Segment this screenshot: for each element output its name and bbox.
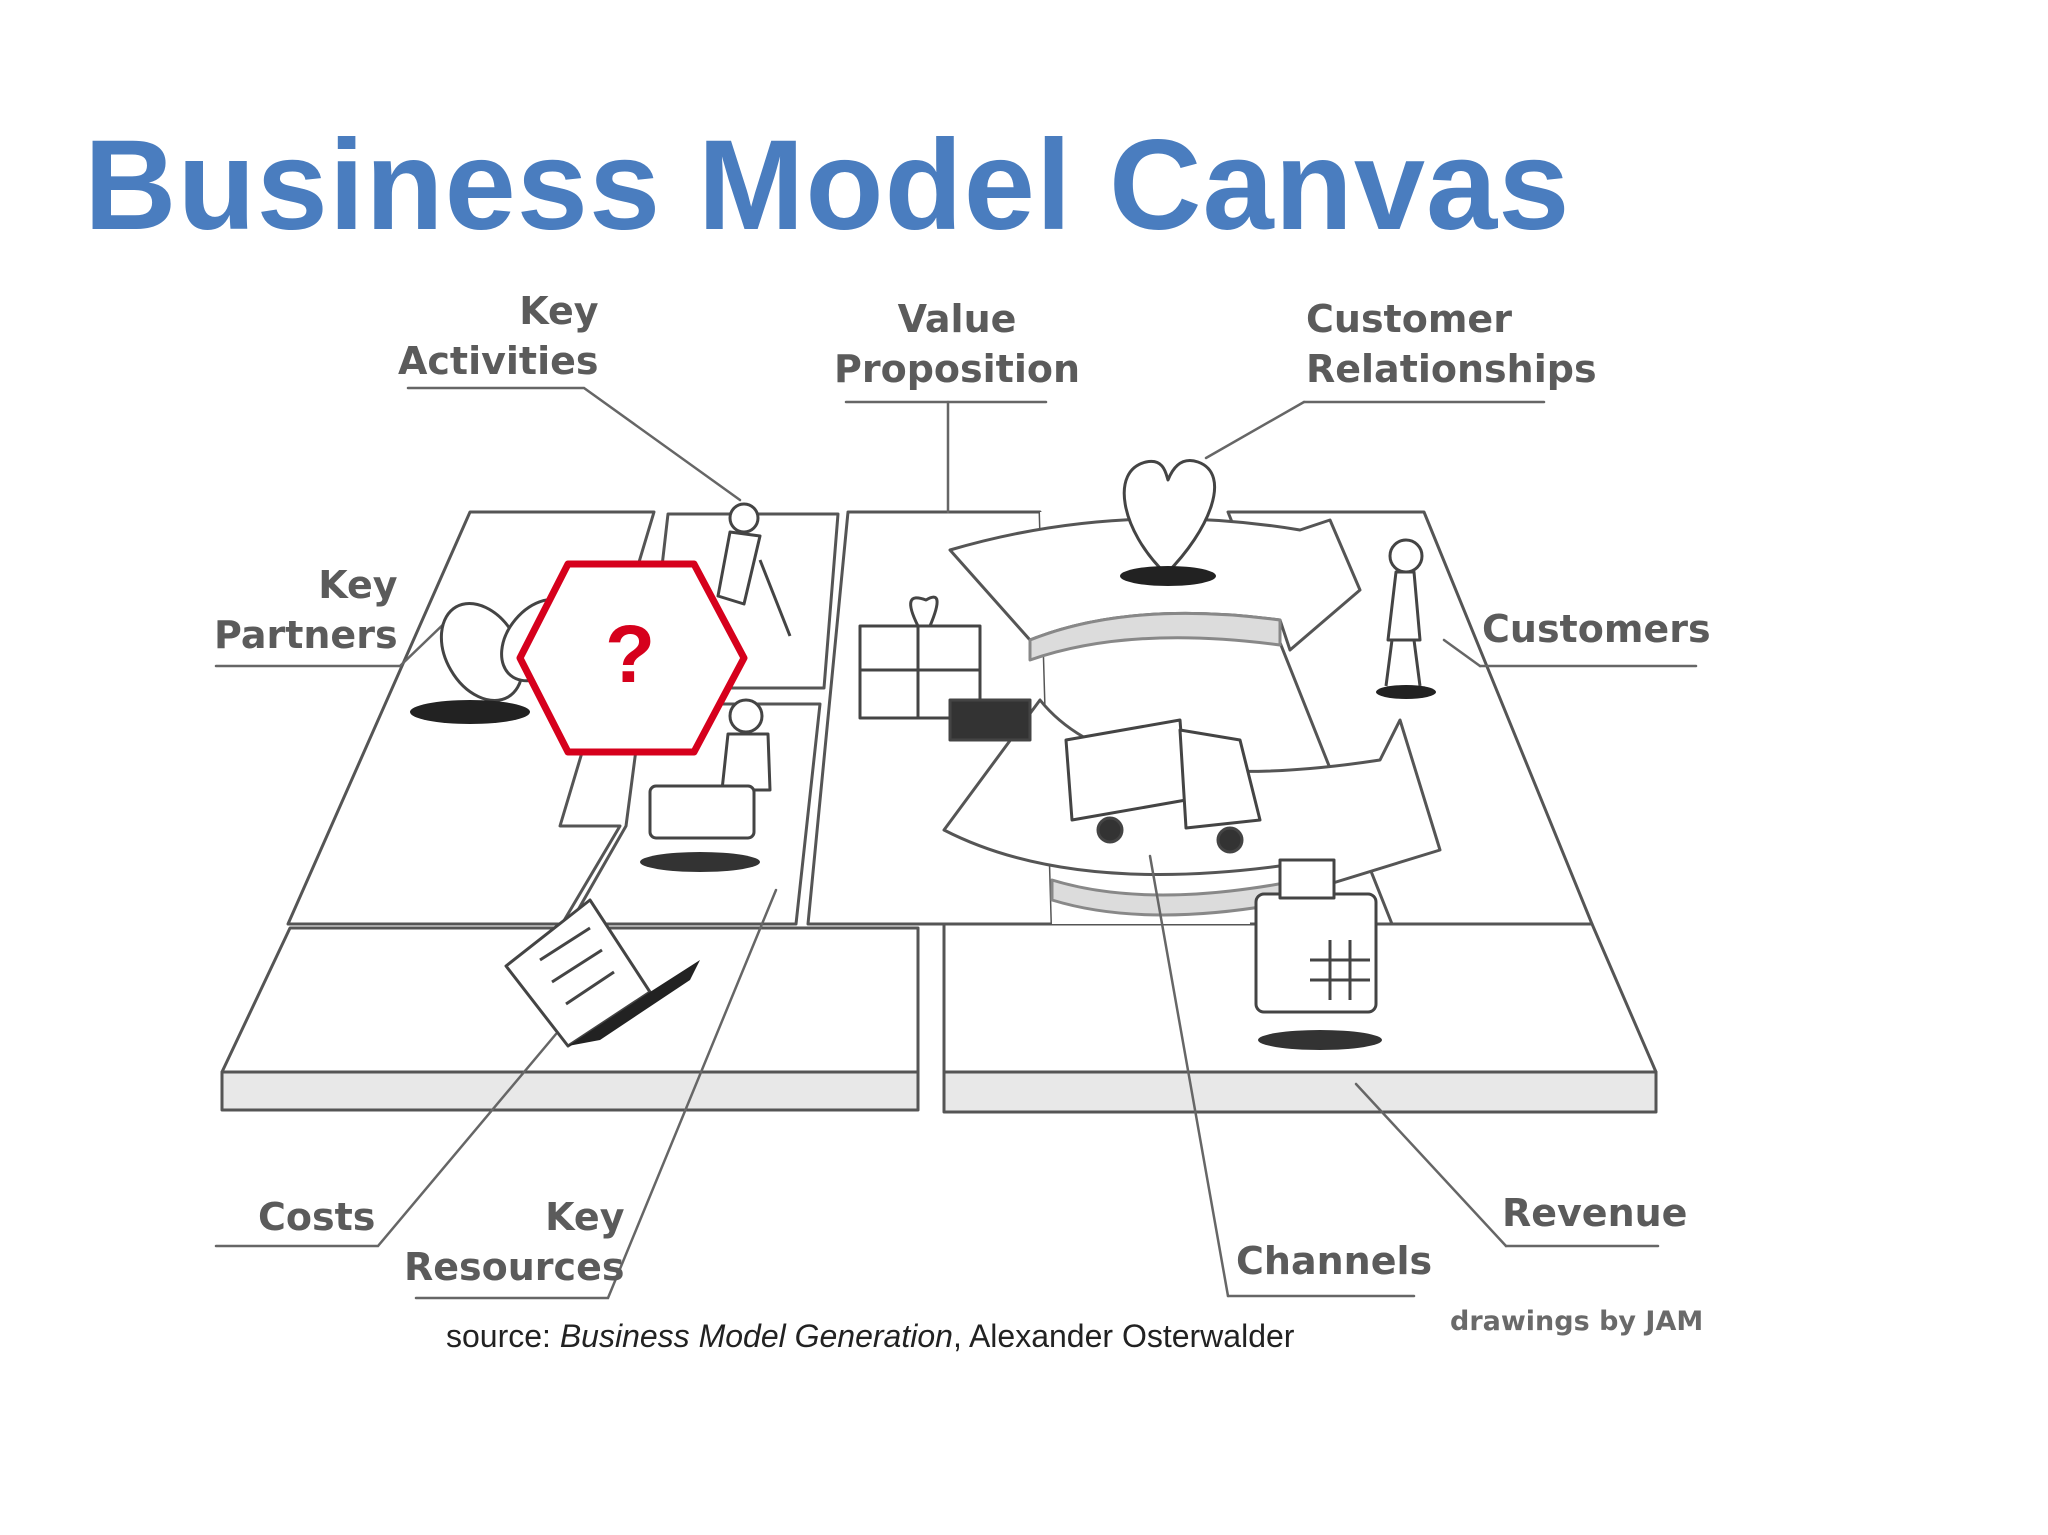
label-value-proposition: Value Proposition bbox=[834, 297, 1080, 391]
worker-body-icon bbox=[716, 530, 762, 606]
cash-register-display-icon bbox=[1278, 858, 1336, 900]
drawing-credit: drawings by JAM bbox=[1450, 1306, 1704, 1337]
source-book-title: Business Model Generation bbox=[559, 1318, 953, 1354]
label-channels: Channels bbox=[1236, 1239, 1433, 1283]
truck-wheel-icon bbox=[1096, 816, 1124, 844]
cost-document-shadow bbox=[568, 960, 700, 1046]
leader-costs bbox=[214, 1032, 558, 1248]
cart-icon bbox=[948, 698, 1032, 742]
label-costs: Costs bbox=[258, 1195, 376, 1239]
customer-body-icon bbox=[1386, 570, 1422, 642]
leader-channels-drop bbox=[1148, 854, 1230, 1298]
cash-register-icon bbox=[1254, 892, 1378, 1014]
customer-head-icon bbox=[1388, 538, 1424, 574]
cost-slab-front bbox=[220, 1070, 920, 1112]
cost-document-lines-icon bbox=[539, 926, 615, 1006]
label-key-activities: Key Activities bbox=[398, 289, 599, 383]
question-hexagon-icon bbox=[516, 560, 748, 756]
relationships-arrow-shade bbox=[1028, 611, 1282, 662]
shovel-icon bbox=[758, 559, 792, 637]
leader-key-activities bbox=[406, 386, 742, 502]
machine-icon bbox=[648, 784, 756, 840]
cash-register-keys-icon bbox=[1310, 940, 1370, 1000]
leader-key-resources bbox=[414, 888, 778, 1300]
customer-shadow bbox=[1376, 685, 1436, 699]
leader-customers-drop bbox=[1442, 638, 1482, 668]
question-mark: ? bbox=[604, 609, 656, 700]
leader-key-partners bbox=[214, 614, 454, 668]
worker-head-icon bbox=[728, 502, 760, 534]
revenue-slab-front bbox=[942, 1070, 1658, 1114]
source-citation: source: Business Model Generation, Alexa… bbox=[446, 1318, 1295, 1354]
truck-cab-icon bbox=[1178, 728, 1262, 830]
cash-register-shadow bbox=[1258, 1030, 1382, 1050]
label-customer-relationships: Customer Relationships bbox=[1306, 297, 1597, 391]
leader-revenue-drop bbox=[1354, 1082, 1508, 1248]
resource-person-head-icon bbox=[728, 698, 764, 734]
chain-shadow bbox=[410, 700, 530, 724]
label-key-partners: Key Partners bbox=[214, 563, 398, 657]
customer-legs-icon bbox=[1384, 639, 1422, 687]
gift-bow-icon bbox=[909, 595, 939, 627]
truck-wheel-icon-2 bbox=[1216, 826, 1244, 854]
label-key-resources: Key Resources bbox=[404, 1195, 625, 1289]
gift-ribbon-icon bbox=[860, 626, 980, 718]
heart-shadow bbox=[1120, 566, 1216, 586]
machine-shadow bbox=[640, 852, 760, 872]
leader-customer-relationships-drop bbox=[1204, 400, 1306, 460]
label-revenue: Revenue bbox=[1502, 1191, 1688, 1235]
heart-icon bbox=[1122, 459, 1216, 576]
resource-person-body-icon bbox=[720, 732, 772, 792]
label-customers: Customers bbox=[1482, 607, 1711, 651]
page-title: Business Model Canvas bbox=[84, 114, 1571, 257]
